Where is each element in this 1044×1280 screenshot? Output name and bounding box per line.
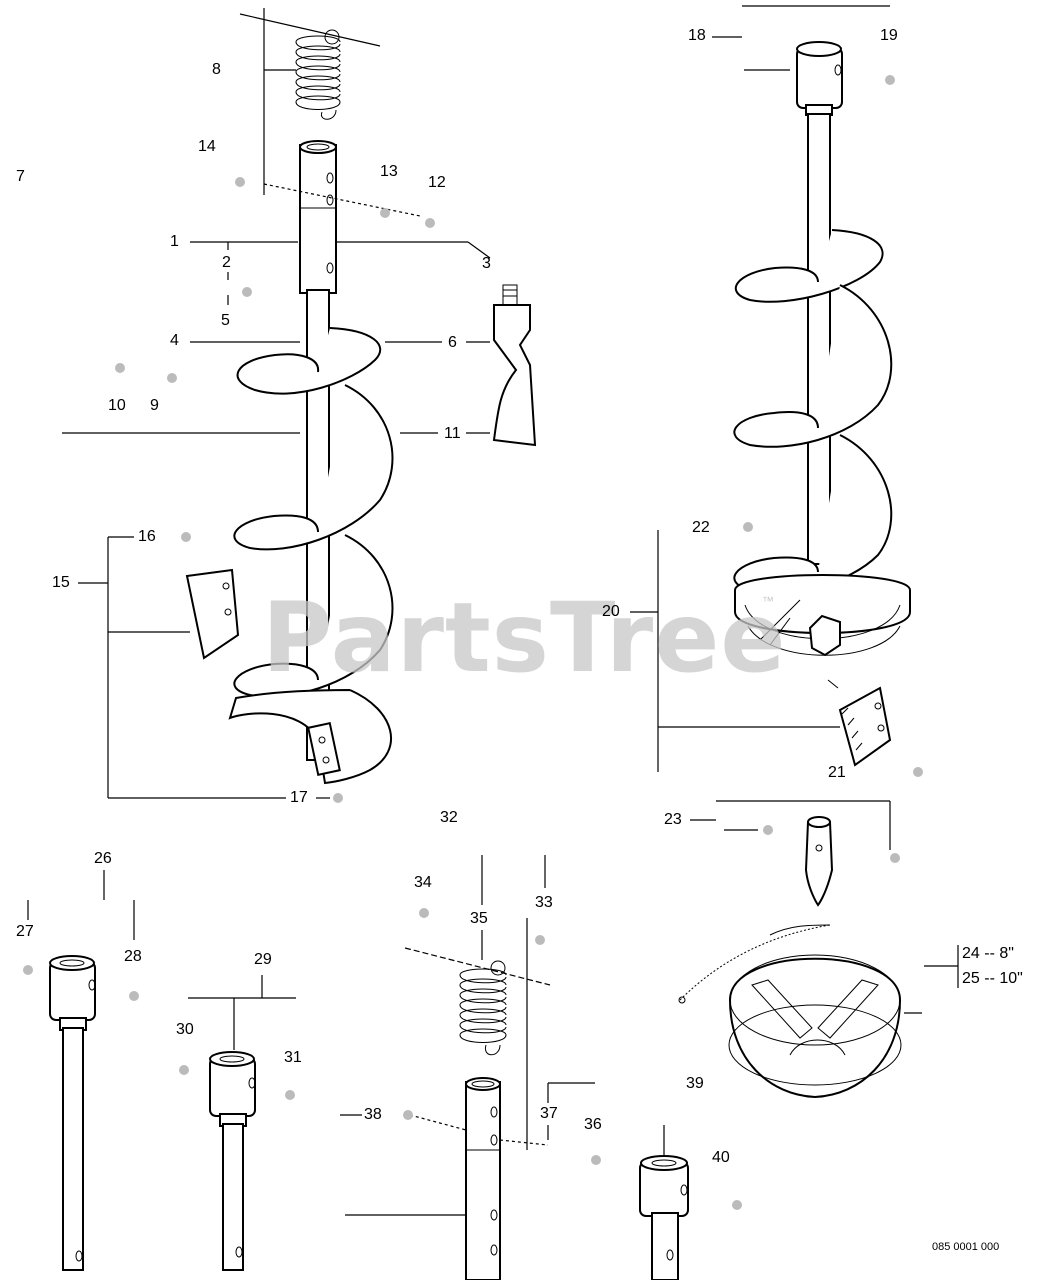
callout-16[interactable]: 16 (138, 528, 156, 545)
coupler-right[interactable] (796, 41, 843, 565)
callout-13[interactable]: 13 (380, 163, 398, 180)
callout-26[interactable]: 26 (94, 850, 112, 867)
callout-39[interactable]: 39 (686, 1075, 704, 1092)
callout-4[interactable]: 4 (170, 332, 179, 349)
blade-guard[interactable] (678, 924, 902, 1099)
scraper-blade-right[interactable] (838, 686, 892, 767)
callout-29[interactable]: 29 (254, 951, 272, 968)
scraper-blade-left[interactable] (185, 568, 240, 660)
watermark-text: PartsTree (262, 582, 787, 694)
callout-18[interactable]: 18 (688, 27, 706, 44)
callout-14[interactable]: 14 (198, 138, 216, 155)
callout-7[interactable]: 7 (16, 168, 25, 185)
watermark-trademark: ™ (762, 594, 774, 608)
callout-17[interactable]: 17 (290, 789, 308, 806)
point[interactable] (804, 816, 834, 907)
callout-20[interactable]: 20 (602, 603, 620, 620)
callout-36[interactable]: 36 (584, 1116, 602, 1133)
spring-pin-top[interactable] (295, 29, 341, 120)
callout-9[interactable]: 9 (150, 397, 159, 414)
adapter-shaft-2[interactable] (209, 1051, 256, 1271)
callout-2[interactable]: 2 (222, 254, 231, 271)
ice-cutter-assembly[interactable] (734, 574, 911, 689)
callout-27[interactable]: 27 (16, 923, 34, 940)
callout-33[interactable]: 33 (535, 894, 553, 911)
callout-31[interactable]: 31 (284, 1049, 302, 1066)
spring-pin-bottom[interactable] (459, 960, 507, 1056)
callout-35[interactable]: 35 (470, 910, 488, 927)
drawing-number: 085 0001 000 (932, 1241, 1000, 1253)
callout-40[interactable]: 40 (712, 1149, 730, 1166)
callout-5[interactable]: 5 (221, 312, 230, 329)
callout-34[interactable]: 34 (414, 874, 432, 891)
adapter-shaft-1[interactable] (49, 955, 96, 1271)
callout-38[interactable]: 38 (364, 1106, 382, 1123)
callout-6[interactable]: 6 (448, 334, 457, 351)
blade-left[interactable] (492, 284, 537, 447)
callout-8[interactable]: 8 (212, 61, 221, 78)
extension-shaft[interactable] (465, 1077, 501, 1280)
callout-21[interactable]: 21 (828, 764, 846, 781)
callout-12[interactable]: 12 (428, 174, 446, 191)
callout-19[interactable]: 19 (880, 27, 898, 44)
callout-11[interactable]: 11 (444, 425, 461, 442)
callout-37[interactable]: 37 (540, 1105, 558, 1122)
ice-auger-flighting[interactable] (733, 229, 893, 594)
callout-24[interactable]: 24 -- 8" (962, 945, 1014, 962)
callout-28[interactable]: 28 (124, 948, 142, 965)
callout-23[interactable]: 23 (664, 811, 682, 828)
callout-15[interactable]: 15 (52, 574, 70, 591)
callout-22[interactable]: 22 (692, 519, 710, 536)
callout-30[interactable]: 30 (176, 1021, 194, 1038)
callout-1[interactable]: 1 (170, 233, 179, 250)
callout-32[interactable]: 32 (440, 809, 458, 826)
callout-25[interactable]: 25 -- 10" (962, 970, 1023, 987)
auger-flighting-left[interactable] (228, 327, 394, 785)
callout-10[interactable]: 10 (108, 397, 126, 414)
callout-3[interactable]: 3 (482, 255, 491, 272)
adapter-shaft-3[interactable] (639, 1155, 689, 1280)
